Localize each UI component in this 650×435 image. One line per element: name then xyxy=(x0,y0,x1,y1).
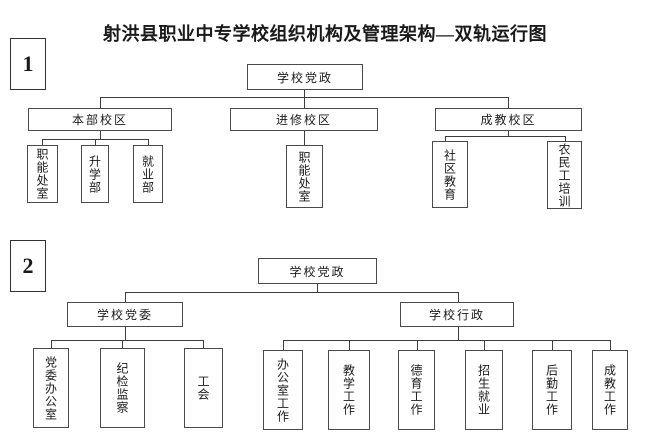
connector-line xyxy=(100,131,101,139)
connector-line xyxy=(304,90,305,97)
node-discipline-inspection: 纪检监察 xyxy=(100,348,145,428)
section-2-marker: 2 xyxy=(10,240,46,292)
node-adult-edu-campus: 成教校区 xyxy=(435,108,582,131)
node-moral-education-work: 德育工作 xyxy=(398,350,435,430)
connector-line xyxy=(304,131,305,145)
node-migrant-worker-training: 农民工培训 xyxy=(547,141,582,209)
connector-line xyxy=(445,136,565,137)
connector-line xyxy=(125,327,126,340)
connector-line xyxy=(508,97,509,108)
connector-line xyxy=(610,340,611,350)
node-school-party-gov-2: 学校党政 xyxy=(258,258,377,284)
connector-line xyxy=(42,139,43,145)
section-1-marker: 1 xyxy=(10,38,46,90)
node-training-campus: 进修校区 xyxy=(230,108,378,131)
node-school-administration: 学校行政 xyxy=(400,302,514,327)
node-adult-education-work: 成教工作 xyxy=(592,350,628,430)
connector-line xyxy=(484,340,485,350)
connector-line xyxy=(445,136,446,141)
node-functional-offices-training: 职能处室 xyxy=(286,145,323,208)
connector-line xyxy=(283,340,284,350)
node-labor-union: 工会 xyxy=(184,348,223,428)
node-school-party-gov-1: 学校党政 xyxy=(247,64,363,90)
connector-line xyxy=(95,139,96,145)
connector-line xyxy=(51,340,52,348)
connector-line xyxy=(148,139,149,145)
node-main-campus: 本部校区 xyxy=(28,108,172,131)
connector-line xyxy=(317,284,318,292)
node-logistics-work: 后勤工作 xyxy=(532,350,572,430)
connector-line xyxy=(565,136,566,141)
node-teaching-work: 教学工作 xyxy=(328,350,370,430)
connector-line xyxy=(552,340,553,350)
page-title: 射洪县职业中专学校组织机构及管理架构—双轨运行图 xyxy=(103,24,547,44)
connector-line xyxy=(125,292,459,293)
connector-line xyxy=(122,340,123,348)
node-office-work: 办公室工作 xyxy=(263,350,303,430)
connector-line xyxy=(100,97,101,108)
node-employment-dept: 就业部 xyxy=(133,145,163,203)
connector-line xyxy=(458,327,459,340)
node-functional-offices-main: 职能处室 xyxy=(27,145,58,203)
connector-line xyxy=(51,340,204,341)
node-further-study-dept: 升学部 xyxy=(81,145,109,203)
connector-line xyxy=(349,340,350,350)
connector-line xyxy=(283,340,610,341)
connector-line xyxy=(125,292,126,302)
connector-line xyxy=(203,340,204,348)
connector-line xyxy=(417,340,418,350)
connector-line xyxy=(304,97,305,108)
connector-line xyxy=(458,292,459,302)
node-community-education: 社区教育 xyxy=(432,141,468,208)
node-school-party-committee: 学校党委 xyxy=(67,302,183,327)
node-enrollment-employment: 招生就业 xyxy=(465,350,503,430)
node-party-committee-office: 党委办公室 xyxy=(33,348,69,428)
connector-line xyxy=(508,131,509,136)
